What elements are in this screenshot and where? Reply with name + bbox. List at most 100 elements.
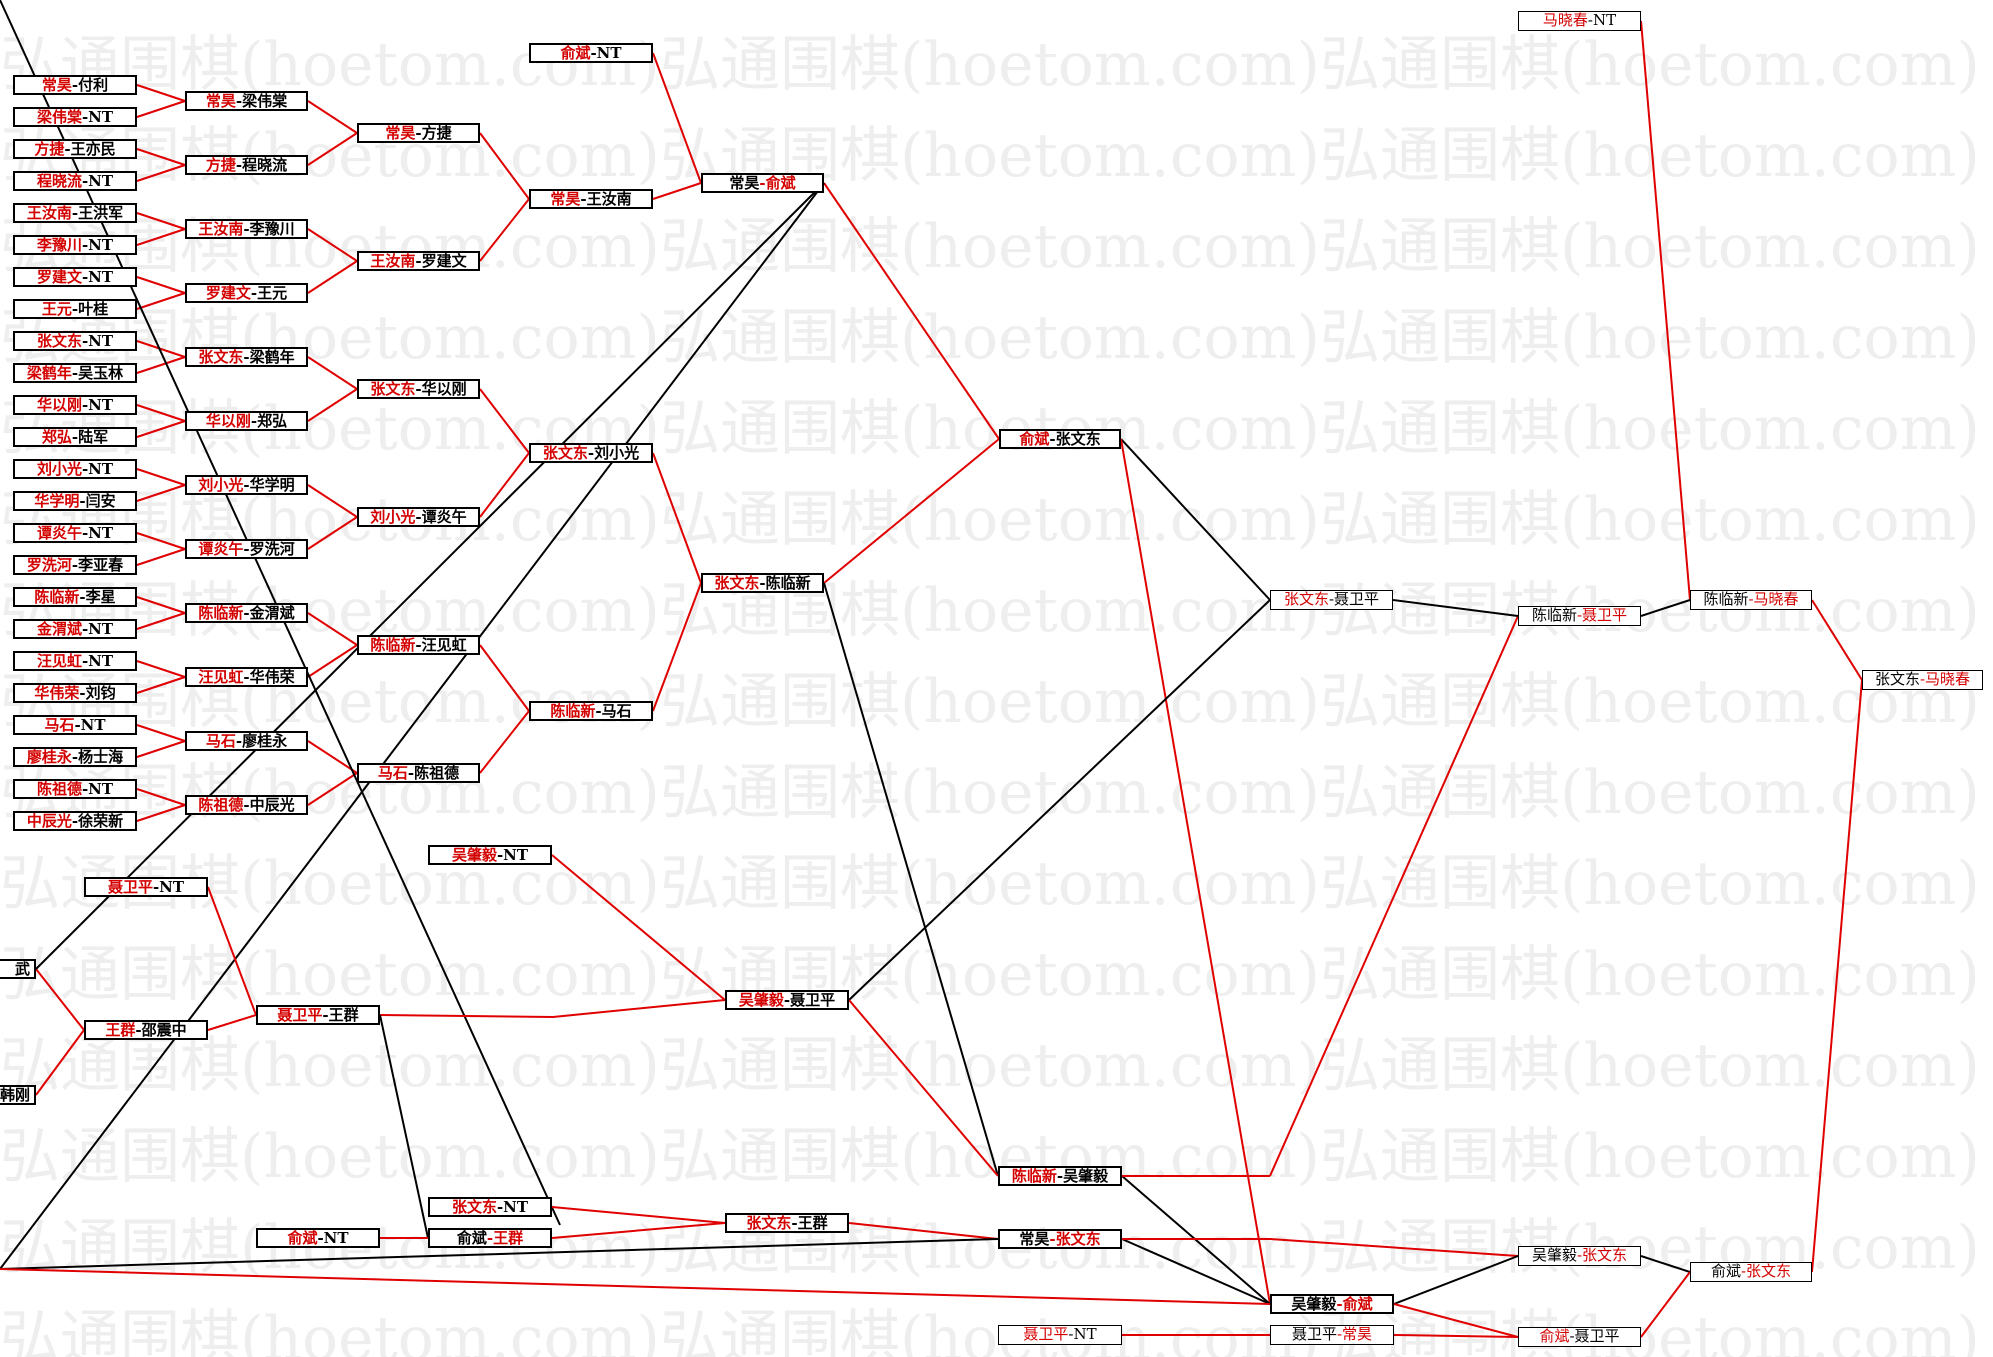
match-r2-1[interactable]: 常昊-梁伟棠 [185,91,308,111]
match-final-chen-nie[interactable]: 陈临新-聂卫平 [1518,606,1641,626]
bracket-line [136,548,186,566]
match-final-zhang-nie[interactable]: 张文东-聂卫平 [1270,590,1393,610]
match-lower-wangqun-shao[interactable]: 王群-邵震中 [84,1020,208,1040]
match-lower-yu-wangqun[interactable]: 俞斌-王群 [428,1228,552,1248]
match-r1-20[interactable]: 华伟荣-刘钧 [13,683,137,703]
player-2-name: -张文东 [1049,430,1101,448]
match-final-yu-nie[interactable]: 俞斌-聂卫平 [1518,1327,1641,1347]
match-r4-bye[interactable]: 俞斌-NT [529,43,653,63]
player-1-name: 马石 [44,716,75,734]
match-lower-wu-nie[interactable]: 吴肇毅-聂卫平 [725,990,849,1010]
match-lower-yu-bye[interactable]: 俞斌-NT [256,1228,380,1248]
match-lower-cut-gang[interactable]: 韩刚 [0,1085,36,1105]
player-2-name: -罗洗河 [243,540,295,558]
player-2-name: -聂卫平 [1576,606,1628,624]
match-r1-17[interactable]: 陈临新-李星 [13,587,137,607]
match-lower-cut-wu[interactable]: 武 [0,959,36,979]
bracket-line [823,582,999,1177]
match-r1-24[interactable]: 中辰光-徐荣新 [13,811,137,831]
match-r1-7[interactable]: 罗建文-NT [13,267,137,287]
bracket-line [1811,599,1863,681]
match-lower-chang-zhang[interactable]: 常昊-张文东 [998,1229,1122,1249]
match-r1-12[interactable]: 郑弘-陆军 [13,427,137,447]
match-r3-2[interactable]: 王汝南-罗建文 [357,251,480,271]
match-r1-1[interactable]: 常昊-付利 [13,75,137,95]
match-r1-10[interactable]: 梁鹤年-吴玉林 [13,363,137,383]
watermark-text: 弘通围棋(hoetom.com) [1320,1031,1980,1101]
match-lower-nie-wangqun[interactable]: 聂卫平-王群 [256,1005,380,1025]
player-2-name: -聂卫平 [1328,590,1380,608]
match-r3-5[interactable]: 陈临新-汪见虹 [357,635,480,655]
match-lower-nie-bye[interactable]: 聂卫平-NT [84,877,208,897]
match-r2-7[interactable]: 刘小光-华学明 [185,475,308,495]
match-r1-15[interactable]: 谭炎午-NT [13,523,137,543]
player-1-name: 汪见虹 [198,668,244,686]
player-1-name: 张文东 [36,332,82,350]
match-r1-18[interactable]: 金渭斌-NT [13,619,137,639]
match-r2-12[interactable]: 陈祖德-中辰光 [185,795,308,815]
match-r1-23[interactable]: 陈祖德-NT [13,779,137,799]
match-r1-19[interactable]: 汪见虹-NT [13,651,137,671]
match-lower-zhang-wangqun[interactable]: 张文东-王群 [725,1213,849,1233]
match-r1-4[interactable]: 程晓流-NT [13,171,137,191]
match-r1-3[interactable]: 方捷-王亦民 [13,139,137,159]
match-r2-6[interactable]: 华以刚-郑弘 [185,411,308,431]
bracket-line [1811,679,1863,1273]
match-r4-2[interactable]: 张文东-刘小光 [529,443,653,463]
match-final-nie-bye[interactable]: 聂卫平-NT [998,1325,1122,1345]
bracket-line [848,999,999,1177]
match-r2-4[interactable]: 罗建文-王元 [185,283,308,303]
match-r1-21[interactable]: 马石-NT [13,715,137,735]
match-lower-chen-wu[interactable]: 陈临新-吴肇毅 [998,1166,1122,1186]
match-r1-16[interactable]: 罗洗河-李亚春 [13,555,137,575]
match-r6-1[interactable]: 俞斌-张文东 [999,429,1121,449]
player-1-name: 罗建文 [205,284,251,302]
match-lower-zhang-bye[interactable]: 张文东-NT [428,1197,552,1217]
match-final-yu-zhang[interactable]: 俞斌-张文东 [1690,1262,1812,1282]
match-r5-1[interactable]: 常昊-俞斌 [701,173,824,193]
match-r2-8[interactable]: 谭炎午-罗洗河 [185,539,308,559]
match-r1-14[interactable]: 华学明-闫安 [13,491,137,511]
match-r1-22[interactable]: 廖桂永-杨士海 [13,747,137,767]
bracket-line [1640,599,1691,617]
match-r2-9[interactable]: 陈临新-金渭斌 [185,603,308,623]
match-r1-13[interactable]: 刘小光-NT [13,459,137,479]
match-r3-3[interactable]: 张文东-华以刚 [357,379,480,399]
bracket-line [136,724,186,742]
bracket-line [136,356,186,374]
match-grand-final[interactable]: 张文东-马晓春 [1862,670,1983,690]
match-r3-1[interactable]: 常昊-方捷 [357,123,480,143]
match-final-wu-yu[interactable]: 吴肇毅-俞斌 [1270,1294,1394,1314]
player-1-name: 陈临新 [1531,606,1577,624]
bracket-line [136,292,186,310]
match-r1-11[interactable]: 华以刚-NT [13,395,137,415]
match-r5-2[interactable]: 张文东-陈临新 [701,573,824,593]
match-r1-9[interactable]: 张文东-NT [13,331,137,351]
bracket-line [0,1268,1271,1305]
player-2-name: -杨士海 [71,748,124,766]
match-r1-5[interactable]: 王汝南-王洪军 [13,203,137,223]
bracket-line [307,612,358,646]
match-final-nie-chang[interactable]: 聂卫平-常昊 [1270,1325,1394,1345]
match-r3-4[interactable]: 刘小光-谭炎午 [357,507,480,527]
match-r2-5[interactable]: 张文东-梁鹤年 [185,347,308,367]
match-r4-1[interactable]: 常昊-王汝南 [529,189,653,209]
match-r2-3[interactable]: 王汝南-李豫川 [185,219,308,239]
bracket-line [379,1014,554,1018]
match-r2-10[interactable]: 汪见虹-华伟荣 [185,667,308,687]
player-1-name: 吴肇毅 [1291,1295,1337,1313]
match-r1-8[interactable]: 王元-叶桂 [13,299,137,319]
match-r3-6[interactable]: 马石-陈祖德 [357,763,480,783]
match-final-chen-ma[interactable]: 陈临新-马晓春 [1690,590,1812,610]
match-final-wu-zhang[interactable]: 吴肇毅-张文东 [1518,1246,1641,1266]
match-r1-2[interactable]: 梁伟棠-NT [13,107,137,127]
bracket-line [479,644,530,712]
match-r2-11[interactable]: 马石-廖桂永 [185,731,308,751]
bracket-line [136,84,186,102]
match-lower-wu-bye[interactable]: 吴肇毅-NT [428,845,552,865]
match-r2-2[interactable]: 方捷-程晓流 [185,155,308,175]
player-1-name: 刘小光 [36,460,82,478]
match-r4-3[interactable]: 陈临新-马石 [529,701,653,721]
match-final-ma-bye[interactable]: 马晓春-NT [1518,11,1641,31]
match-r1-6[interactable]: 李豫川-NT [13,235,137,255]
